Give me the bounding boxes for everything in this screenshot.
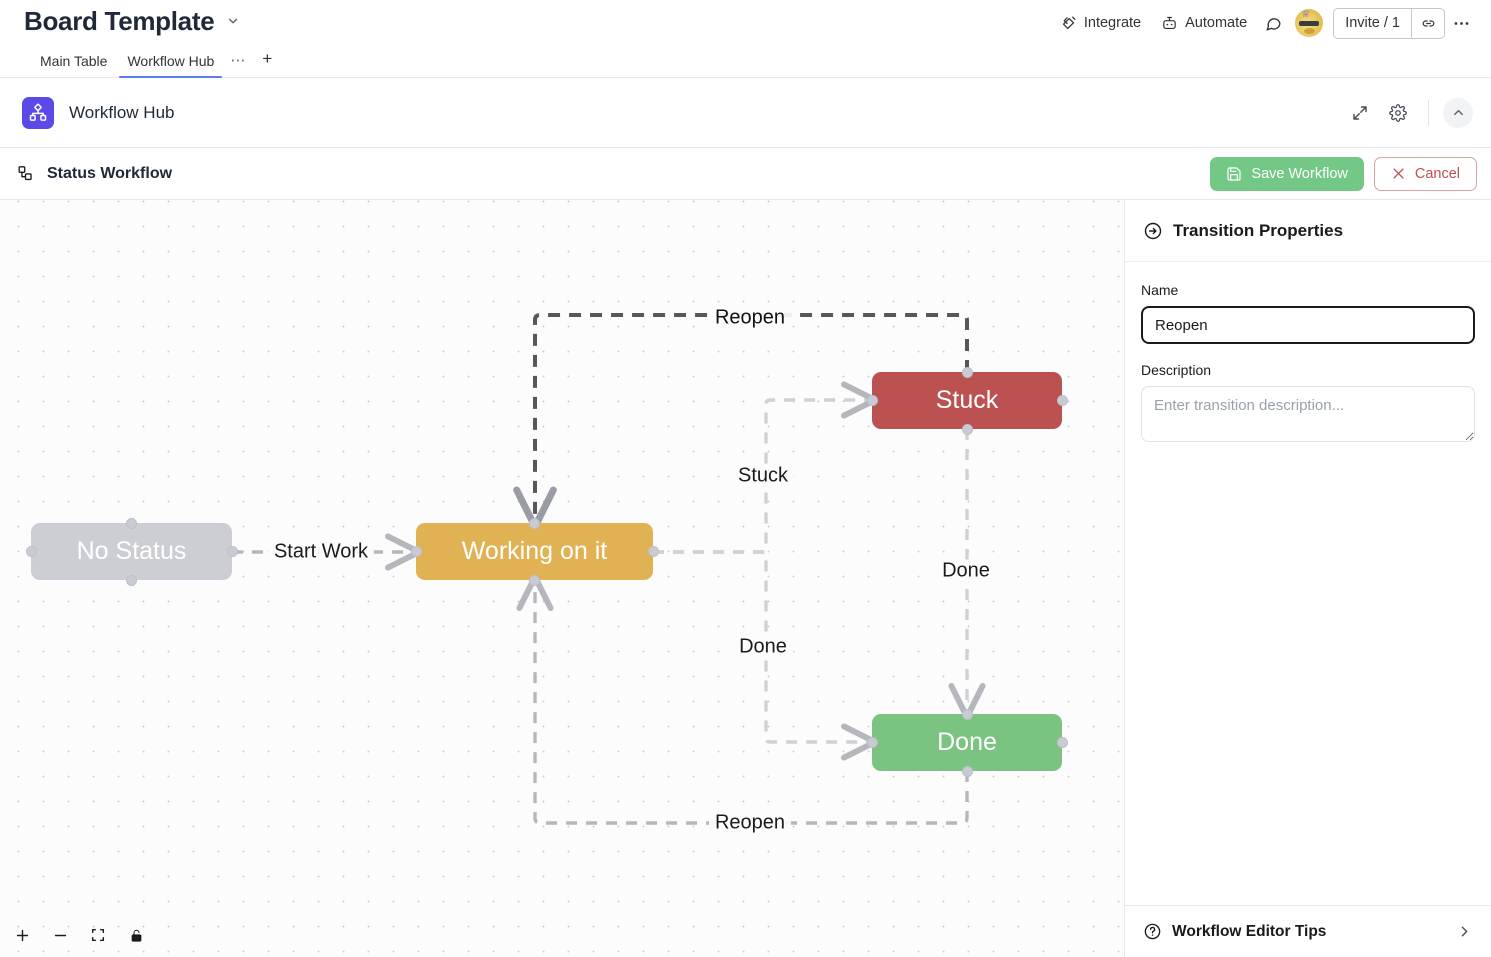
workflow-canvas[interactable]: Start Work Stuck Done Reopen Done Reopen… — [0, 200, 1124, 957]
zoom-out-icon[interactable] — [50, 925, 70, 945]
cancel-button[interactable]: Cancel — [1373, 156, 1477, 191]
snout — [1304, 28, 1316, 34]
edge-label-reopen-bottom[interactable]: Reopen — [708, 811, 792, 835]
question-circle-icon — [1143, 922, 1162, 941]
edge-label-done[interactable]: Done — [733, 635, 793, 659]
handle-top[interactable] — [126, 517, 137, 529]
handle-top[interactable] — [529, 517, 540, 529]
handle-right[interactable] — [226, 546, 238, 557]
link-icon[interactable] — [1411, 8, 1444, 38]
handle-right[interactable] — [1056, 395, 1068, 406]
handle-left[interactable] — [866, 395, 878, 406]
lock-icon[interactable] — [126, 925, 146, 945]
handle-left[interactable] — [25, 546, 37, 557]
top-bar-actions: Integrate Automate ♕ Invite / 1 — [1050, 6, 1477, 40]
add-tab-plus-icon[interactable]: + — [262, 49, 273, 68]
handle-left[interactable] — [866, 737, 878, 748]
edge-label-start-work[interactable]: Start Work — [267, 540, 375, 564]
app-header-actions — [1344, 97, 1473, 129]
workflow-subheader: Status Workflow Save Workflow Cancel — [0, 148, 1491, 200]
handle-top[interactable] — [961, 366, 973, 378]
cancel-label: Cancel — [1414, 165, 1460, 182]
workflow-editor-tips-button[interactable]: Workflow Editor Tips — [1125, 905, 1491, 957]
edge-label-stuck[interactable]: Stuck — [731, 464, 795, 488]
panel-body: Name Description — [1125, 262, 1491, 447]
expand-fullscreen-icon[interactable] — [1344, 97, 1376, 129]
workflow-hub-logo-icon — [22, 96, 54, 129]
node-working-on-it[interactable]: Working on it — [410, 517, 659, 586]
workflow-nodes-icon — [16, 164, 35, 183]
app-title: Workflow Hub — [69, 102, 175, 122]
handle-bottom[interactable] — [961, 765, 973, 777]
fit-view-icon[interactable] — [88, 925, 108, 945]
robot-icon — [1161, 15, 1178, 32]
chevron-down-icon[interactable] — [226, 14, 240, 28]
name-field-label: Name — [1141, 282, 1179, 298]
tab-workflow-hub[interactable]: Workflow Hub — [117, 49, 224, 78]
board-tabs: Main Table Workflow Hub ⋯ + — [0, 45, 1491, 78]
more-horizontal-icon[interactable] — [1445, 7, 1477, 39]
save-disk-icon — [1226, 166, 1242, 182]
handle-bottom[interactable] — [529, 574, 540, 586]
handle-right[interactable] — [647, 546, 659, 557]
node-label: No Status — [76, 537, 187, 565]
save-workflow-label: Save Workflow — [1251, 165, 1348, 182]
invite-button[interactable]: Invite / 1 — [1345, 15, 1400, 31]
chevron-right-icon — [1456, 923, 1473, 940]
description-field-label: Description — [1141, 362, 1212, 378]
integrate-button[interactable]: Integrate — [1050, 10, 1151, 37]
automate-label: Automate — [1185, 15, 1248, 31]
transition-properties-panel: Transition Properties Name Description W… — [1124, 200, 1491, 957]
tab-main-table[interactable]: Main Table — [40, 53, 108, 69]
canvas-controls — [6, 921, 152, 949]
edge-label-done-from-stuck[interactable]: Done — [936, 559, 996, 583]
edge-reopen-bottom — [516, 573, 969, 825]
tab-menu-ellipsis-icon[interactable]: ⋯ — [230, 52, 247, 69]
node-stuck[interactable]: Stuck — [866, 366, 1068, 435]
app-header: Workflow Hub — [0, 78, 1491, 148]
collapse-chevron-up-icon[interactable] — [1443, 97, 1473, 128]
panel-title: Transition Properties — [1173, 220, 1344, 240]
gear-icon[interactable] — [1382, 97, 1414, 129]
save-workflow-button[interactable]: Save Workflow — [1210, 156, 1364, 191]
board-title: Board Template — [24, 6, 215, 36]
node-done[interactable]: Done — [866, 708, 1068, 777]
close-x-icon — [1391, 166, 1406, 181]
handle-bottom[interactable] — [126, 574, 137, 586]
page-title: Status Workflow — [47, 164, 173, 182]
node-label: Done — [937, 728, 997, 756]
panel-header: Transition Properties — [1125, 200, 1491, 262]
divider — [1428, 99, 1429, 126]
edge-reopen-top — [513, 313, 969, 531]
automate-button[interactable]: Automate — [1151, 10, 1257, 37]
workflow-actions: Save Workflow Cancel — [1210, 156, 1477, 191]
transition-name-input[interactable] — [1141, 306, 1475, 344]
handle-right[interactable] — [1056, 737, 1068, 748]
node-label: Stuck — [935, 386, 999, 414]
top-bar: Board Template Integrate Automate ♕ Invi… — [0, 0, 1491, 46]
sunglasses — [1299, 21, 1320, 26]
node-no-status[interactable]: No Status — [25, 517, 238, 586]
transition-description-input[interactable] — [1141, 386, 1475, 442]
node-label: Working on it — [461, 537, 608, 565]
workflow-editor-tips-label: Workflow Editor Tips — [1172, 922, 1327, 940]
handle-left[interactable] — [410, 546, 422, 557]
zoom-in-icon[interactable] — [12, 925, 32, 945]
edge-label-reopen-top[interactable]: Reopen — [708, 306, 792, 330]
integrate-label: Integrate — [1083, 15, 1142, 31]
arrow-circle-right-icon — [1143, 221, 1163, 241]
invite-group: Invite / 1 — [1333, 7, 1445, 39]
integrate-plug-icon — [1060, 15, 1077, 32]
crown-icon: ♕ — [1301, 9, 1311, 20]
handle-top[interactable] — [961, 708, 973, 720]
handle-bottom[interactable] — [961, 423, 973, 435]
avatar[interactable]: ♕ — [1295, 9, 1324, 37]
comment-bubble-icon[interactable] — [1257, 7, 1289, 39]
